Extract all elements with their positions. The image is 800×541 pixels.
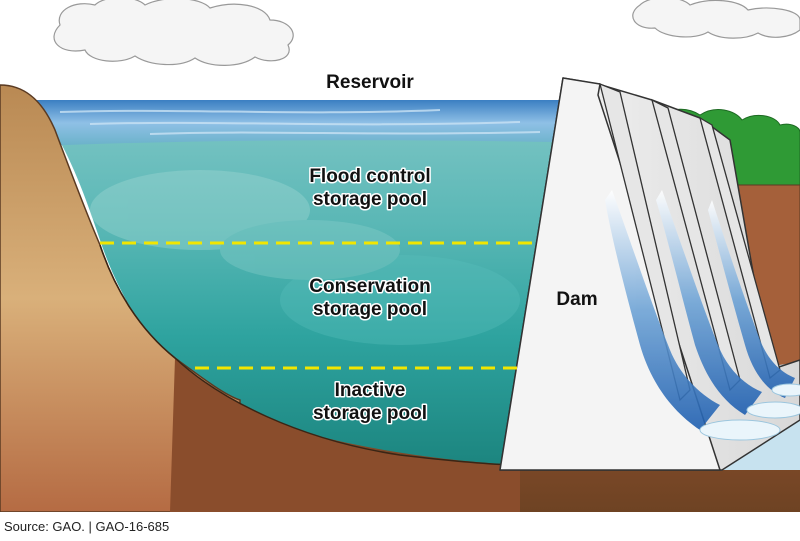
reservoir-bed-outline — [99, 244, 521, 466]
valley-floor — [170, 358, 520, 512]
dam — [499, 77, 800, 471]
label-inactive-line1: Inactive — [335, 380, 406, 401]
label-conservation-line2: storage pool — [313, 299, 427, 320]
source-caption: Source: GAO. | GAO-16-685 — [4, 519, 170, 534]
spillway-foam — [699, 383, 800, 441]
label-dam: Dam — [556, 289, 597, 310]
cloud-right — [632, 0, 800, 39]
spillway-flows — [605, 190, 795, 430]
surface-ripples — [59, 109, 541, 135]
dam-piers — [599, 82, 781, 402]
cloud-left — [53, 0, 294, 66]
label-inactive-line2: storage pool — [313, 403, 427, 424]
label-conservation-line1: Conservation — [309, 276, 430, 297]
reservoir-water — [30, 100, 560, 465]
label-flood-control-line1: Flood control — [309, 166, 430, 187]
reservoir-diagram: Reservoir Flood control storage pool Con… — [0, 0, 800, 512]
label-reservoir: Reservoir — [326, 72, 414, 93]
label-flood-control-line2: storage pool — [313, 189, 427, 210]
water-shading — [90, 170, 520, 345]
